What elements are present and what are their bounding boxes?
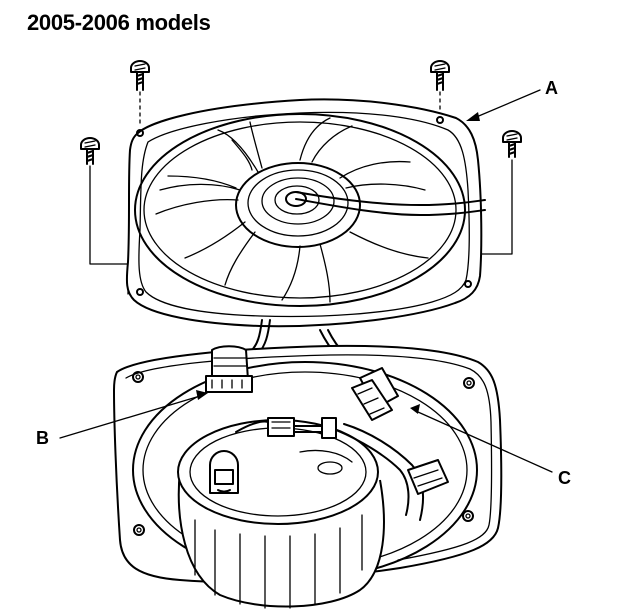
connector-b [205, 345, 253, 393]
callout-b-label: B [36, 428, 49, 448]
callout-c-label: C [558, 468, 571, 488]
leader-b [59, 390, 208, 439]
screw-top-right [430, 60, 450, 117]
diagram-title: 2005-2006 models [27, 10, 211, 35]
fuel-pump-assembly [177, 417, 449, 609]
screw-left [80, 137, 129, 295]
leader-c [410, 404, 553, 473]
callout-a-label: A [545, 78, 558, 98]
screw-top-left [130, 60, 150, 125]
fan-cover-a [125, 98, 486, 328]
connector-c [351, 367, 399, 421]
leader-a [466, 89, 541, 121]
